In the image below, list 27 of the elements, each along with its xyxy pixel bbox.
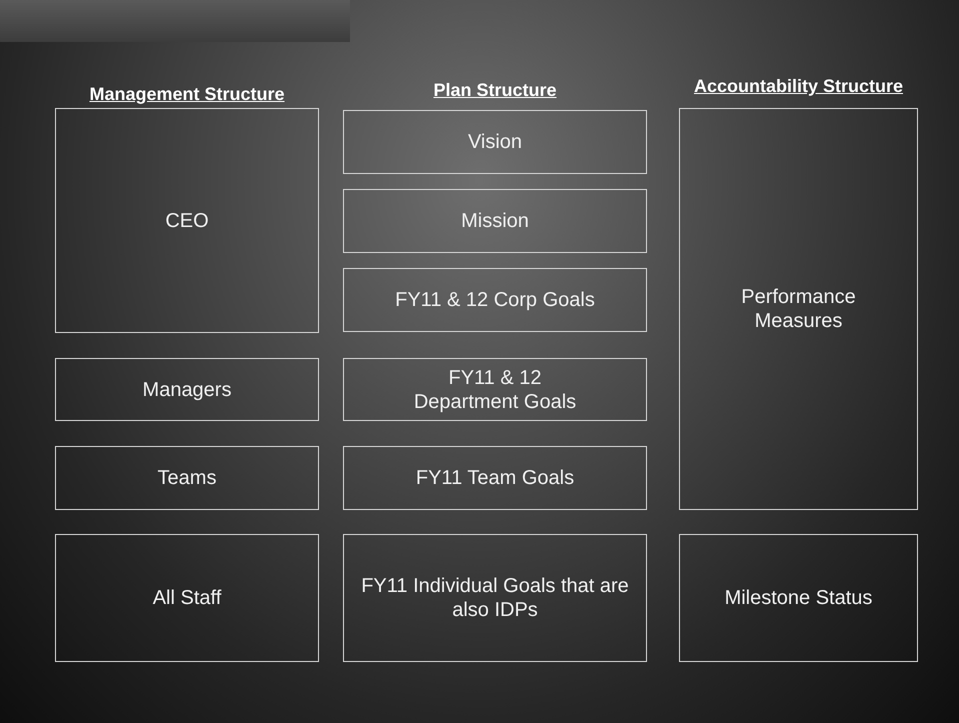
box-text: FY11 Individual Goals that are also IDPs bbox=[360, 574, 630, 622]
box-text: All Staff bbox=[152, 586, 222, 610]
box-text: Vision bbox=[468, 130, 522, 154]
box-text: Teams bbox=[158, 466, 216, 490]
box-text: FY11 & 12 Department Goals bbox=[412, 366, 578, 414]
box-text: FY11 & 12 Corp Goals bbox=[395, 288, 595, 312]
box-text: Mission bbox=[461, 209, 529, 233]
text-box bbox=[343, 110, 647, 174]
text-box bbox=[343, 446, 647, 510]
text-box bbox=[343, 358, 647, 421]
text-box bbox=[55, 446, 319, 510]
text-box bbox=[343, 534, 647, 662]
box-text: Milestone Status bbox=[724, 586, 872, 610]
text-box bbox=[679, 108, 918, 510]
text-box bbox=[343, 268, 647, 332]
column-heading: Management Structure bbox=[88, 85, 286, 104]
text-box bbox=[55, 534, 319, 662]
text-box bbox=[343, 189, 647, 253]
box-text: FY11 Team Goals bbox=[416, 466, 574, 490]
column-heading: Accountability Structure bbox=[692, 77, 904, 96]
box-text: Managers bbox=[142, 378, 232, 402]
text-box bbox=[679, 534, 918, 662]
box-text: CEO bbox=[165, 208, 209, 232]
column-heading: Plan Structure bbox=[432, 81, 558, 100]
text-box bbox=[55, 358, 319, 421]
box-text: Performance Measures bbox=[740, 285, 857, 333]
text-box bbox=[55, 108, 319, 333]
